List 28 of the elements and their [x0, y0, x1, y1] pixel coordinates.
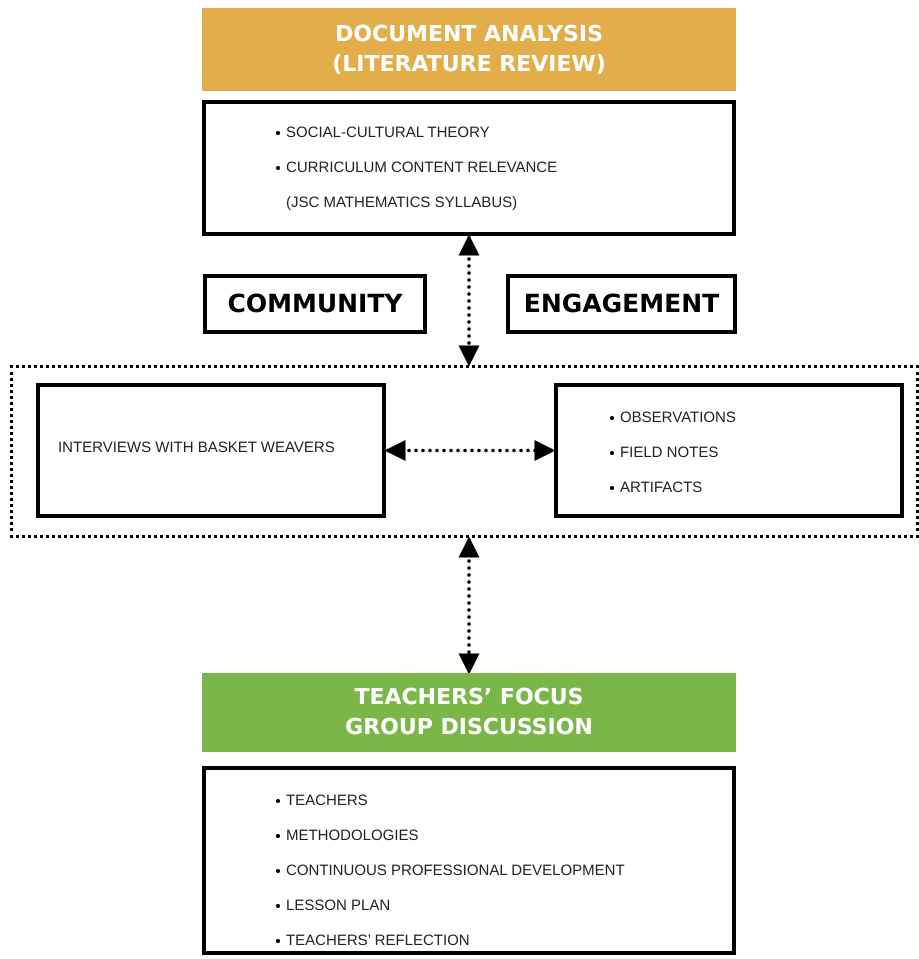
heading-banner: [202, 673, 736, 752]
label-text: ENGAGEMENT: [524, 288, 720, 320]
heading-banner: [202, 8, 736, 91]
label-box: [203, 274, 427, 334]
list-item-text: METHODOLOGIES: [286, 826, 419, 846]
list-item-text: FIELD NOTES: [620, 443, 718, 463]
label-box: [506, 274, 737, 334]
list-item-text: CURRICULUM CONTENT RELEVANCE: [286, 158, 558, 178]
dotted-container: [10, 365, 919, 538]
double-arrow: [384, 440, 556, 461]
list-item-text: CONTINUOUS PROFESSIONAL DEVELOPMENT: [286, 861, 625, 881]
content-box: [202, 100, 736, 236]
list-item-text: ARTIFACTS: [620, 478, 702, 498]
heading-text: DOCUMENT ANALYSIS (LITERATURE REVIEW): [331, 20, 607, 78]
list-item-text: (JSC MATHEMATICS SYLLABUS): [286, 193, 518, 213]
heading-text: TEACHERS’ FOCUS GROUP DISCUSSION: [344, 684, 594, 742]
label-text: COMMUNITY: [227, 288, 403, 320]
body-text: INTERVIEWS WITH BASKET WEAVERS: [58, 438, 336, 458]
list-item-text: TEACHERS: [286, 791, 368, 811]
content-box: [554, 383, 904, 518]
content-box: [202, 766, 736, 955]
list-item-text: TEACHERS’ REFLECTION: [286, 931, 470, 951]
content-box: [36, 383, 386, 518]
double-arrow: [458, 234, 480, 366]
list-item-text: LESSON PLAN: [286, 896, 390, 916]
double-arrow: [458, 536, 480, 674]
list-item-text: SOCIAL-CULTURAL THEORY: [286, 123, 490, 143]
list-item-text: OBSERVATIONS: [620, 408, 736, 428]
